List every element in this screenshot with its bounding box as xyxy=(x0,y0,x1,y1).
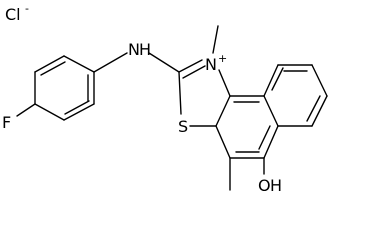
bond-thiazole-c3a-c9b xyxy=(215,95,231,127)
bond-fphenyl-1 xyxy=(63,55,95,73)
chloride-symbol: Cl xyxy=(5,5,21,24)
hydroxyl-hydrogen: H xyxy=(270,176,282,195)
bond-fphenyl-double-2 xyxy=(64,100,90,115)
chloride-charge: - xyxy=(25,2,29,15)
ring-nitrogen: N xyxy=(205,55,217,74)
bond-nh-thiazole xyxy=(148,52,180,73)
bond-thiazole-c2-n3-double-1 xyxy=(178,59,203,73)
bond-central-2 xyxy=(263,95,279,127)
bond-benzo-1 xyxy=(263,64,279,97)
bond-thiazole-n3-c3a xyxy=(218,69,231,97)
bond-central-3 xyxy=(263,125,279,159)
bond-fphenyl-double-1 xyxy=(40,61,66,76)
bond-benzo-double-3 xyxy=(271,67,284,91)
bond-benzo-double-2 xyxy=(306,95,321,122)
bond-f xyxy=(16,103,36,117)
bond-central-5 xyxy=(215,125,231,159)
bond-thiazole-c2-n3-double-2 xyxy=(182,65,206,79)
bond-fphenyl-4 xyxy=(34,103,65,121)
amine-nitrogen: N xyxy=(128,40,140,59)
bond-nh-aryl xyxy=(93,52,128,73)
bond-fphenyl-2 xyxy=(34,55,65,73)
fluorine-symbol: F xyxy=(2,113,11,132)
sulfur-symbol: S xyxy=(178,117,188,136)
bond-benzo-4 xyxy=(311,95,328,127)
bond-fphenyl-5 xyxy=(63,103,95,121)
bond-thiazole-s-c2 xyxy=(178,71,182,115)
bond-central-double-3 xyxy=(258,125,271,150)
bond-benzo-3 xyxy=(311,64,328,97)
ring-nitrogen-charge: + xyxy=(218,52,227,65)
hydroxyl-oxygen: O xyxy=(258,176,271,195)
amine-hydrogen: H xyxy=(139,40,151,59)
bond-n-methyl xyxy=(212,25,219,54)
molecule-structure: Cl - F N H N + S O H xyxy=(2,2,328,195)
